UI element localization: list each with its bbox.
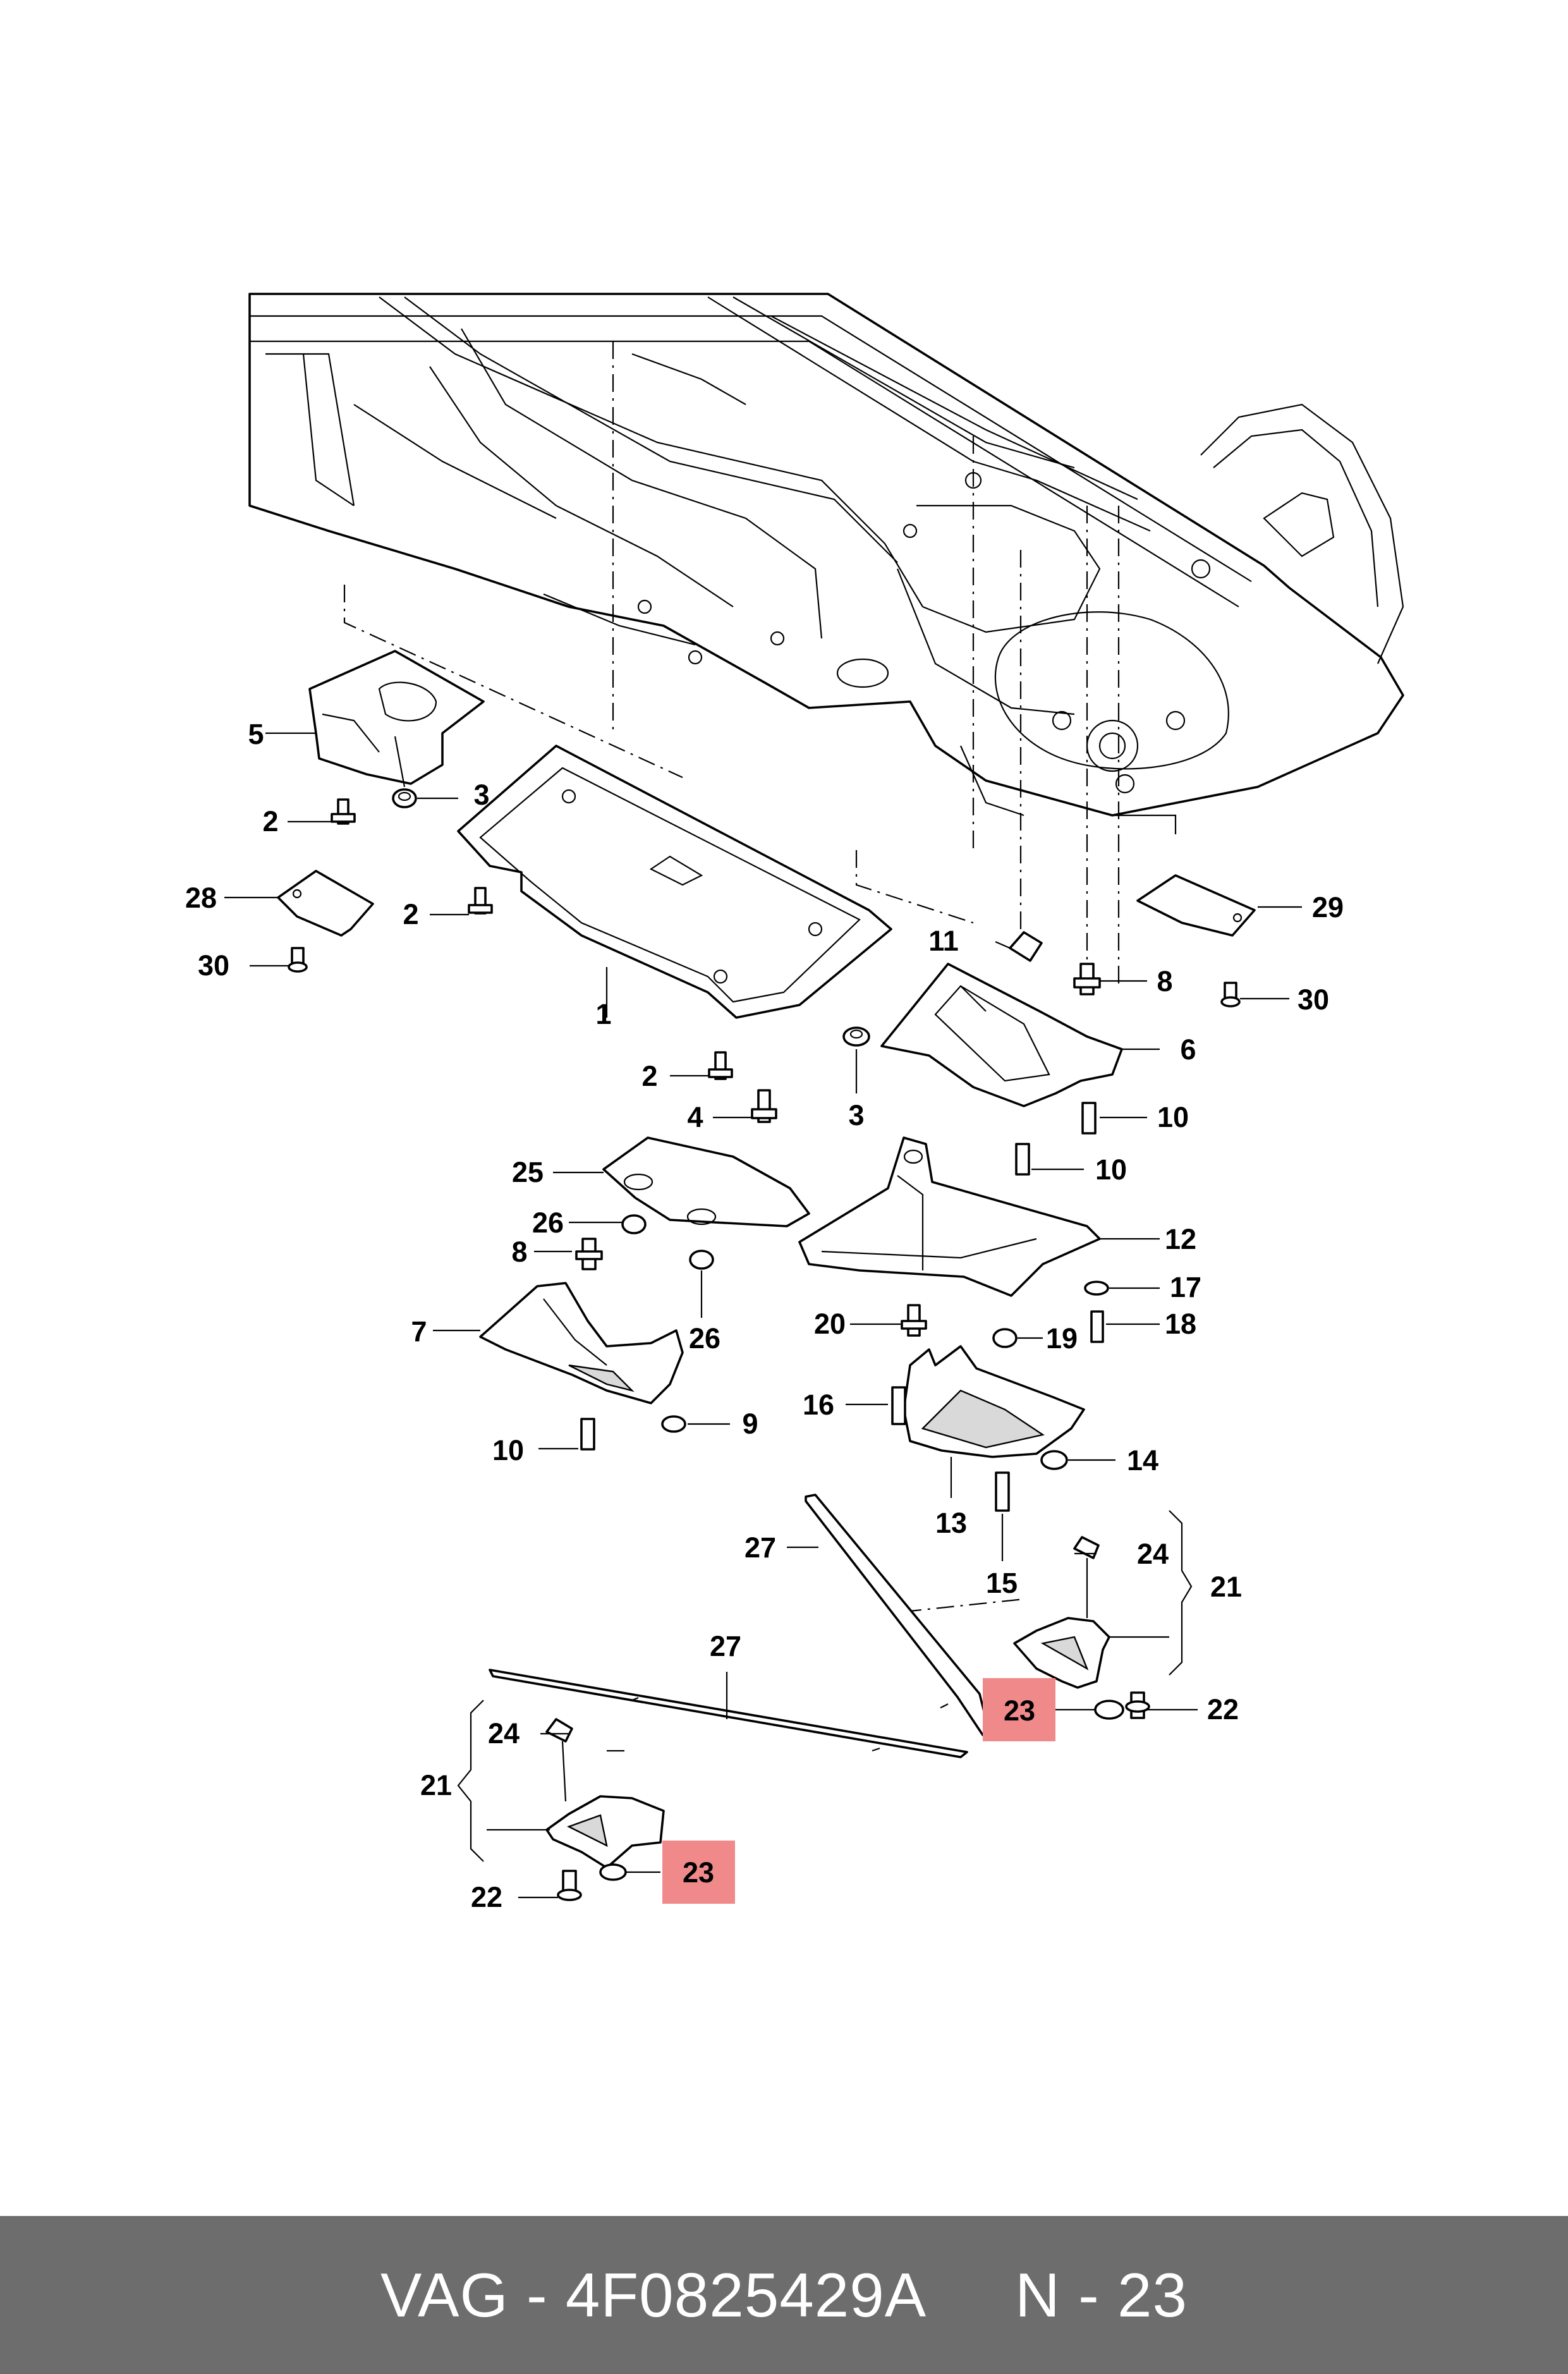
part-28-plate [277,870,374,937]
fasteners [250,788,1289,1901]
label-12: 12 [1165,1223,1196,1255]
label-23: 23 [1004,1695,1035,1727]
label-16: 16 [803,1389,834,1421]
label-30: 30 [198,949,229,982]
footer-text: VAG - 4F0825429A N - 23 [380,2260,1188,2331]
part-5-cover [265,650,485,785]
highlight-23-left [662,1841,735,1904]
label-22: 22 [1207,1693,1239,1726]
label-2: 2 [262,805,278,837]
label-19: 19 [1046,1322,1078,1354]
part-6-shield [880,963,1123,1107]
part-25-shield [602,1136,810,1227]
label-10: 10 [1095,1154,1127,1186]
part-number: VAG - 4F0825429A [380,2260,927,2330]
part-1-underbody-panel [457,745,892,1019]
footer-bar: VAG - 4F0825429A N - 23 [0,2216,1568,2374]
part-29-plate [1136,874,1256,937]
label-28: 28 [185,882,217,914]
highlight-23-right [983,1678,1055,1741]
label-9: 9 [742,1408,758,1440]
label-5: 5 [248,718,264,750]
label-27: 27 [744,1531,776,1564]
vehicle-underbody [248,293,1404,834]
label-20: 20 [814,1308,846,1340]
label-24: 24 [488,1717,520,1750]
label-18: 18 [1165,1308,1196,1340]
assembly-guide-lines [343,341,1120,1752]
position-number: N - 23 [1015,2260,1188,2330]
label-2: 2 [641,1060,657,1092]
label-15: 15 [986,1567,1018,1599]
label-1: 1 [595,998,611,1030]
label-8: 8 [511,1236,527,1268]
label-21: 21 [1210,1571,1242,1603]
part-labels: 1 2 2 2 3 3 4 5 6 7 8 8 9 10 10 10 11 12… [185,718,1344,1913]
label-6: 6 [1180,1033,1196,1066]
label-3: 3 [473,779,489,811]
label-26: 26 [689,1322,720,1354]
label-13: 13 [935,1507,967,1539]
label-26: 26 [532,1207,564,1239]
label-17: 17 [1170,1271,1201,1303]
exploded-parts-diagram: 1 2 2 2 3 3 4 5 6 7 8 8 9 10 10 10 11 12… [185,293,1404,1913]
label-22: 22 [471,1881,502,1913]
leader-lines [224,736,1302,1862]
label-4: 4 [687,1101,703,1133]
label-8: 8 [1157,965,1172,997]
label-7: 7 [411,1315,427,1348]
label-23: 23 [683,1856,714,1889]
label-3: 3 [848,1099,864,1131]
label-30: 30 [1298,983,1329,1016]
part-12-shield [798,1136,1101,1297]
label-2: 2 [403,898,418,930]
label-14: 14 [1127,1444,1158,1476]
part-21-bracket-left [545,1718,665,1869]
label-27: 27 [710,1630,741,1662]
highlight-boxes [662,1678,1055,1904]
label-25: 25 [512,1156,544,1188]
part-7-shield [479,1282,684,1404]
part-21-bracket-right [1013,1536,1110,1689]
label-11: 11 [928,925,959,957]
part-27-rods [489,1494,990,1758]
label-24: 24 [1137,1538,1169,1570]
label-21: 21 [420,1769,452,1801]
part-13-shield [903,1345,1085,1458]
part-11-clip [1009,931,1043,962]
label-29: 29 [1312,891,1344,923]
label-10: 10 [492,1434,524,1466]
label-10: 10 [1157,1101,1189,1133]
